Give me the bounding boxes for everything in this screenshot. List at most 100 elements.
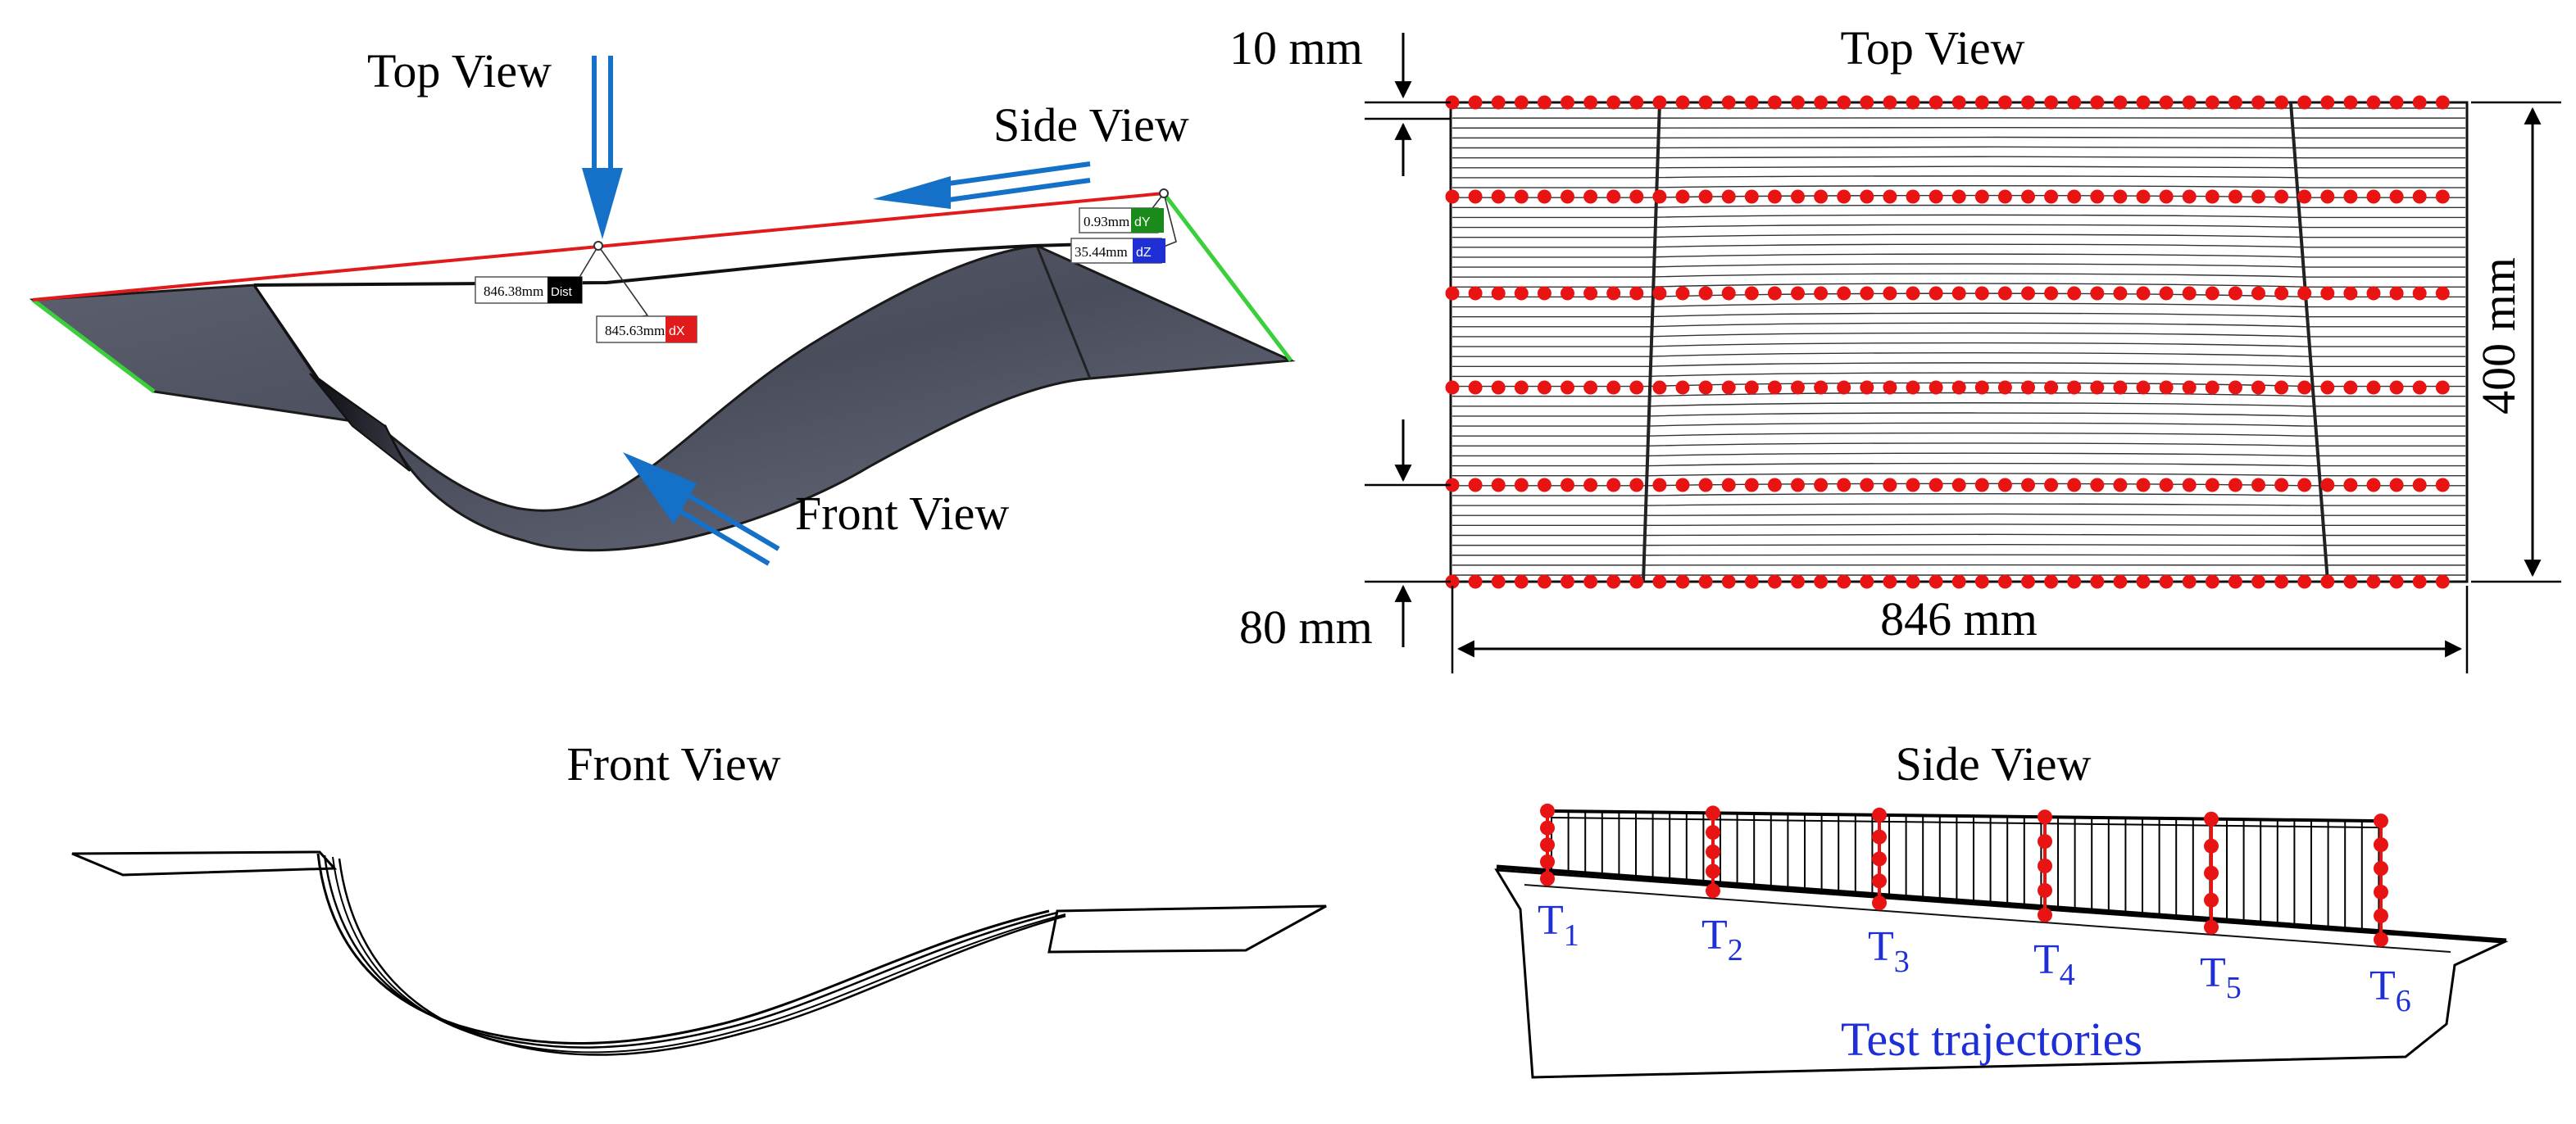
iso-end-node [1159,188,1169,198]
measurement-point [1883,574,1897,589]
scan-line [1452,432,2465,437]
measurement-point [1491,286,1506,301]
measure-tag-dist: 846.38mm Dist [475,276,583,304]
scan-line [1452,402,2465,407]
measurement-point [1814,95,1829,110]
measurement-point [1744,189,1759,204]
scan-line [1452,136,2465,139]
trajectory-point [1540,803,1555,818]
measurement-point [1997,478,2012,492]
scan-line [1452,204,2465,208]
iso-mid-node [593,241,603,251]
measurement-point [1675,574,1690,589]
scan-line [1452,224,2465,229]
trajectory-point [1540,854,1555,869]
side-view-arrow [873,161,1091,209]
measurement-point [1997,574,2012,589]
measurement-point [1445,95,1460,110]
measurement-point [2021,189,2035,204]
measurement-point [2435,574,2450,589]
scan-line [1452,273,2465,278]
measurement-point [1744,95,1759,110]
measurement-point [2113,380,2128,395]
measure-value-dz: 35.44mm [1074,244,1128,260]
measurement-point [2182,574,2197,589]
measurement-point [2159,380,2174,395]
scan-line [1452,462,2465,467]
front-flange-left [71,850,338,877]
measurement-point [2090,478,2105,492]
measurement-point [1791,95,1805,110]
measurement-point [1744,380,1759,395]
measurement-point [2251,286,2265,301]
measurement-point [1997,95,2012,110]
measurement-point [1698,95,1713,110]
measurement-point [2159,286,2174,301]
trajectory-point [2374,908,2388,923]
measurement-point [1445,286,1460,301]
measurement-point [2274,478,2289,492]
measure-value-dist: 846.38mm [484,283,543,299]
measurement-point [1561,380,1574,395]
measurement-point [2274,286,2289,301]
measurement-point [1767,95,1782,110]
measurement-point [1974,574,1989,589]
measurement-point [1491,95,1506,110]
measurement-point [2090,286,2105,301]
measurement-point [1698,478,1713,492]
measurement-point [2136,380,2151,395]
scan-line [1452,533,2465,537]
dim-height-label: 400 mm [2472,257,2525,415]
measurement-point [2366,95,2381,110]
measurement-point [1906,95,1920,110]
measurement-point [1583,189,1598,204]
side-inner-line [1524,884,2451,953]
measurement-point [1883,380,1897,395]
measurement-point [1537,380,1552,395]
measurement-point [2366,189,2381,204]
measurement-point [1514,574,1529,589]
measurement-point [2366,574,2381,589]
measurement-point [1561,95,1574,110]
trajectory-label: T5 [2200,950,2242,1005]
measurement-point [1721,574,1736,589]
trajectory-points [1540,803,2388,947]
measurement-point [1929,478,1943,492]
measurement-point [1629,478,1644,492]
measurement-point [2389,478,2404,492]
scan-line [1452,442,2465,447]
measurement-point [2389,95,2404,110]
measurement-point [1837,574,1851,589]
trajectory-point [2204,865,2219,881]
measurement-point [1468,286,1483,301]
measurement-point [1929,286,1943,301]
measurement-point [2274,380,2289,395]
measurement-point [1675,380,1690,395]
measurement-point [1652,380,1667,395]
dim-width-label: 846 mm [1880,592,2038,646]
scan-line [1452,392,2465,397]
iso-drop-wall [309,373,411,472]
measurement-point [2320,286,2335,301]
scan-line [1452,312,2465,318]
front-view-arrow [623,452,780,566]
trajectory-point [1706,825,1720,841]
measurement-point [1606,286,1621,301]
measurement-point [1974,189,1989,204]
measurement-point [1814,380,1829,395]
measurement-point [2343,189,2358,204]
measure-key-dz: dZ [1136,246,1152,260]
trajectory-point [1540,837,1555,853]
measure-key-dx: dX [669,324,685,338]
measurement-point [2343,574,2358,589]
iso-top-profile [253,241,1148,287]
scan-line [1452,283,2465,288]
measurement-point [1906,286,1920,301]
trajectory-point [2204,838,2219,854]
trajectory-point [2038,834,2052,850]
measurement-point [1883,478,1897,492]
measurement-point [2113,574,2128,589]
measurement-point [2021,95,2035,110]
measurement-point [1767,380,1782,395]
